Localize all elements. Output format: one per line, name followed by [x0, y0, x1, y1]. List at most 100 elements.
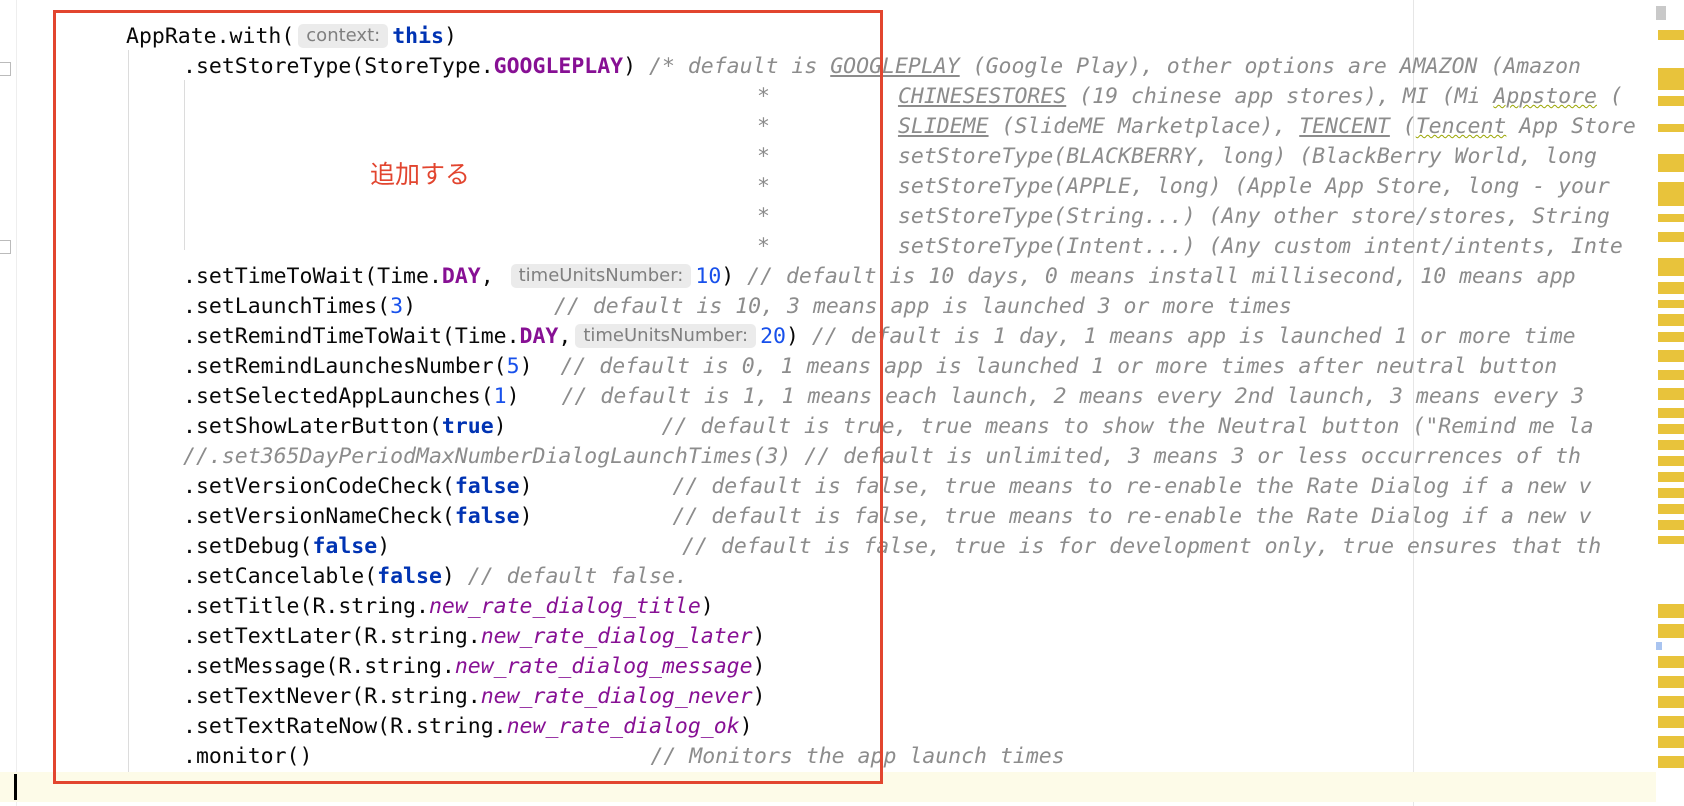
marker[interactable] [1658, 488, 1684, 498]
code-line[interactable]: .setLaunchTimes(3)// default is 10, 3 me… [183, 292, 1292, 322]
marker[interactable] [1658, 624, 1684, 638]
parameter-hint: timeUnitsNumber: [510, 264, 692, 288]
code-text: ) [721, 264, 748, 289]
parameter-hint: timeUnitsNumber: [575, 324, 757, 348]
code-line[interactable]: .setRemindLaunchesNumber(5)// default is… [183, 352, 1557, 382]
code-line[interactable]: *setStoreType(APPLE, long) (Apple App St… [757, 172, 1610, 202]
marker[interactable] [1658, 30, 1684, 40]
code-line[interactable]: .setTimeToWait(Time.DAY, timeUnitsNumber… [183, 262, 1576, 292]
marker[interactable] [1658, 756, 1684, 768]
code-line[interactable]: //.set365DayPeriodMaxNumberDialogLaunchT… [183, 442, 1581, 472]
code-line[interactable]: .setTitle(R.string.new_rate_dialog_title… [183, 592, 714, 622]
code-text: ) [377, 534, 391, 559]
code-text: ) [493, 414, 507, 439]
marker[interactable] [1658, 388, 1684, 400]
marker[interactable] [1658, 676, 1684, 688]
code-text: .setShowLaterButton( [183, 414, 442, 439]
code-text: .setStoreType(StoreType. [183, 54, 494, 79]
marker[interactable] [1658, 504, 1684, 514]
code-line[interactable]: .setDebug(false)// default is false, tru… [183, 532, 1601, 562]
marker[interactable] [1658, 350, 1684, 362]
code-line[interactable]: AppRate.with(context:this) [126, 22, 457, 52]
code-line[interactable]: *CHINESESTORES (19 chinese app stores), … [757, 82, 1623, 112]
comment: * [757, 84, 770, 109]
code-line[interactable]: .setSelectedAppLaunches(1)// default is … [183, 382, 1584, 412]
code-text: ) [403, 294, 417, 319]
code-line[interactable]: .setStoreType(StoreType.GOOGLEPLAY) /* d… [183, 52, 1581, 82]
code-text: .setTextNever(R.string. [183, 684, 481, 709]
fold-marker-icon[interactable] [0, 62, 11, 76]
marker[interactable] [1658, 716, 1684, 728]
comment: // default is 0, 1 means app is launched… [560, 354, 1558, 379]
marker[interactable] [1658, 314, 1684, 326]
marker[interactable] [1658, 154, 1684, 172]
marker[interactable] [1658, 96, 1684, 106]
code-line[interactable]: .setTextRateNow(R.string.new_rate_dialog… [183, 712, 753, 742]
marker[interactable] [1656, 642, 1662, 650]
marker[interactable] [1658, 736, 1684, 748]
marker[interactable] [1658, 604, 1684, 618]
comment: // Monitors the app launch times [650, 744, 1065, 769]
marker[interactable] [1658, 520, 1684, 530]
code-text: ) [443, 24, 457, 49]
code-line[interactable]: .setVersionCodeCheck(false)// default is… [183, 472, 1592, 502]
code-text: .setSelectedAppLaunches( [183, 384, 494, 409]
marker[interactable] [1658, 370, 1684, 380]
constant: DAY [441, 264, 481, 289]
error-stripe[interactable] [1656, 0, 1684, 806]
resource-field: new_rate_dialog_message [454, 654, 753, 679]
resource-field: new_rate_dialog_never [480, 684, 753, 709]
marker[interactable] [1658, 282, 1684, 294]
marker[interactable] [1658, 214, 1684, 222]
marker[interactable] [1658, 440, 1684, 450]
comment: * [757, 144, 770, 169]
code-line[interactable]: .setTextLater(R.string.new_rate_dialog_l… [183, 622, 766, 652]
comment: // default is true, true means to show t… [661, 414, 1594, 439]
code-line[interactable]: *setStoreType(String...) (Any other stor… [757, 202, 1610, 232]
code-line[interactable]: *SLIDEME (SlideME Marketplace), TENCENT … [757, 112, 1636, 142]
marker[interactable] [1658, 696, 1684, 708]
editor-gutter [0, 0, 17, 806]
resource-field: new_rate_dialog_later [480, 624, 753, 649]
marker[interactable] [1658, 300, 1684, 308]
marker[interactable] [1658, 408, 1684, 418]
marker[interactable] [1658, 424, 1684, 434]
code-line[interactable]: *setStoreType(Intent...) (Any custom int… [757, 232, 1623, 262]
comment: setStoreType(BLACKBERRY, long) (BlackBer… [897, 144, 1597, 169]
marker[interactable] [1658, 124, 1684, 132]
current-line-highlight [0, 772, 1660, 802]
number: 5 [506, 354, 520, 379]
marker[interactable] [1658, 232, 1684, 242]
code-line[interactable]: .setCancelable(false) // default false. [183, 562, 688, 592]
marker[interactable] [1658, 536, 1684, 544]
marker[interactable] [1658, 656, 1684, 668]
marker[interactable] [1658, 68, 1684, 90]
comment: * [757, 234, 770, 259]
code-line[interactable]: * setStoreType(BLACKBERRY, long) (BlackBe… [757, 142, 1597, 172]
fold-marker-icon[interactable] [0, 240, 11, 254]
code-line[interactable]: .setVersionNameCheck(false)// default is… [183, 502, 1592, 532]
marker[interactable] [1658, 258, 1684, 276]
code-line[interactable]: .setShowLaterButton(true)// default is t… [183, 412, 1594, 442]
comment: (Google Play), other options are AMAZON … [959, 54, 1582, 79]
marker[interactable] [1658, 332, 1684, 342]
marker[interactable] [1658, 182, 1684, 206]
comment: setStoreType(String...) (Any other store… [897, 204, 1610, 229]
keyword: this [392, 24, 444, 49]
code-line[interactable]: .setRemindTimeToWait(Time.DAY,timeUnitsN… [183, 322, 1576, 352]
marker[interactable] [1658, 456, 1684, 466]
code-text: .setVersionCodeCheck( [183, 474, 455, 499]
marker[interactable] [1656, 6, 1666, 20]
code-text: .setVersionNameCheck( [183, 504, 455, 529]
parameter-hint: context: [298, 24, 389, 48]
code-line[interactable]: .monitor()// Monitors the app launch tim… [183, 742, 1065, 772]
comment: // default is 10, 3 means app is launche… [554, 294, 1292, 319]
code-line[interactable]: .setMessage(R.string.new_rate_dialog_mes… [183, 652, 766, 682]
comment: ( [1596, 84, 1623, 109]
right-margin-guide [1413, 0, 1414, 806]
marker[interactable] [1658, 472, 1684, 482]
comment: /* default is [649, 54, 831, 79]
code-line[interactable]: .setTextNever(R.string.new_rate_dialog_n… [183, 682, 766, 712]
comment: ( [1389, 114, 1416, 139]
